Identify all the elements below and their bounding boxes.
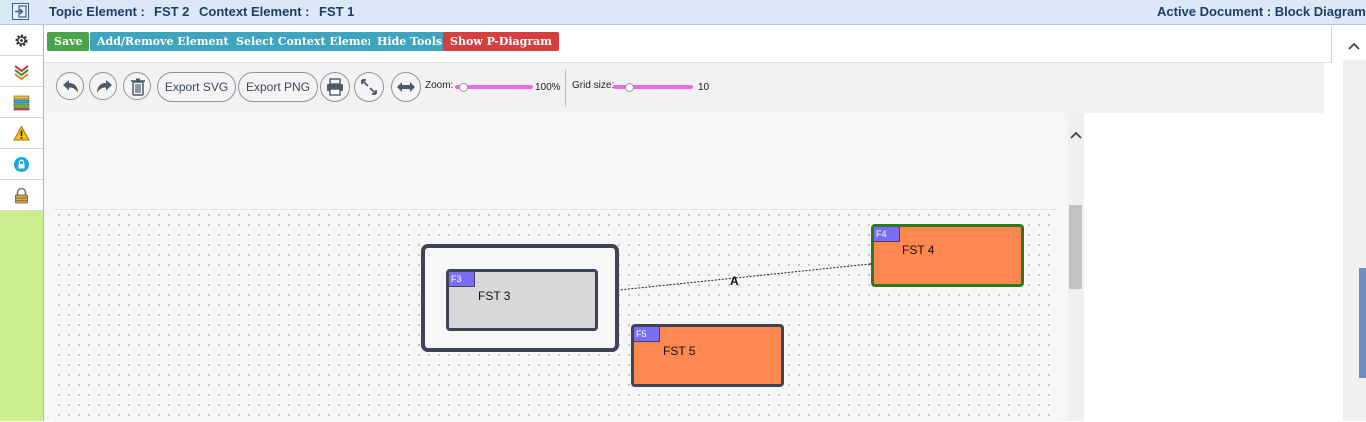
- sidebar-item-warning[interactable]: [0, 118, 43, 149]
- canvas-scroll-thumb[interactable]: [1069, 205, 1082, 289]
- sidebar-item-lock-badge[interactable]: [0, 149, 43, 180]
- active-document-title: Active Document : Block Diagram: [1157, 4, 1366, 19]
- top-header: Topic Element : FST 2 Context Element : …: [0, 0, 1366, 25]
- zoom-slider-track[interactable]: [455, 85, 533, 89]
- left-sidebar: [0, 25, 44, 421]
- topic-element-value: FST 2: [154, 4, 190, 19]
- sidebar-item-layers[interactable]: [0, 56, 43, 87]
- sidebar-item-padlock[interactable]: [0, 180, 43, 211]
- sidebar-item-stack[interactable]: [0, 87, 43, 118]
- export-svg-button[interactable]: Export SVG: [157, 72, 236, 102]
- zoom-value: 100%: [535, 82, 561, 93]
- zoom-label: Zoom:: [425, 80, 454, 91]
- topic-element-label: Topic Element :: [49, 4, 145, 19]
- delete-button[interactable]: [123, 72, 151, 100]
- connector-label: A: [730, 274, 739, 288]
- hide-tools-button[interactable]: Hide Tools: [370, 32, 450, 51]
- undo-icon: [63, 80, 78, 93]
- context-element-value: FST 1: [319, 4, 355, 19]
- node-fst-5[interactable]: F5 FST 5: [631, 324, 784, 387]
- grid-size-slider-thumb[interactable]: [625, 83, 634, 92]
- fit-icon: [361, 79, 377, 95]
- show-p-diagram-button[interactable]: Show P-Diagram: [443, 32, 559, 51]
- redo-icon: [97, 80, 112, 93]
- fit-button[interactable]: [354, 72, 384, 102]
- redo-button[interactable]: [89, 72, 117, 100]
- chevron-up-icon[interactable]: [1068, 127, 1084, 143]
- print-button[interactable]: [320, 72, 350, 102]
- right-panel: [1084, 113, 1344, 421]
- node-fst-4[interactable]: F4 FST 4: [871, 224, 1024, 287]
- node-label-fst-3: FST 3: [478, 289, 511, 303]
- page-scrollbar[interactable]: [1343, 60, 1366, 421]
- stack-icon: [13, 95, 30, 111]
- node-label-fst-4: FST 4: [902, 243, 935, 257]
- trash-icon: [131, 78, 145, 96]
- export-png-button[interactable]: Export PNG: [238, 72, 318, 102]
- expand-horizontal-button[interactable]: [391, 72, 421, 102]
- sidebar-item-settings[interactable]: [0, 25, 43, 56]
- node-tag-f5: F5: [634, 327, 660, 342]
- node-tag-f4: F4: [874, 227, 900, 242]
- node-label-fst-5: FST 5: [663, 344, 696, 358]
- diagram-tools: Export SVG Export PNG Zoom: 100% Grid si…: [44, 63, 1324, 113]
- add-remove-elements-button[interactable]: Add/Remove Elements: [90, 32, 242, 51]
- warning-icon: [13, 125, 30, 141]
- page-scroll-thumb[interactable]: [1359, 268, 1366, 378]
- expand-horizontal-icon: [397, 82, 415, 92]
- node-fst-3[interactable]: F3 FST 3: [446, 269, 598, 331]
- grid-size-slider-track[interactable]: [613, 85, 693, 89]
- lock-badge-icon: [14, 157, 29, 172]
- zoom-slider-thumb[interactable]: [458, 83, 468, 92]
- scroll-up-icon[interactable]: [1344, 36, 1364, 56]
- action-toolbar: Save Add/Remove Elements Select Context …: [44, 26, 1332, 63]
- node-tag-f3: F3: [449, 272, 475, 287]
- grid-size-label: Grid size:: [572, 80, 615, 91]
- layers-chevron-icon: [14, 65, 29, 80]
- grid-size-value: 10: [698, 82, 710, 93]
- padlock-icon: [15, 187, 28, 204]
- context-element-label: Context Element :: [199, 4, 310, 19]
- exit-icon[interactable]: [12, 3, 29, 20]
- print-icon: [327, 78, 343, 96]
- select-context-element-button[interactable]: Select Context Element: [229, 32, 388, 51]
- save-button[interactable]: Save: [47, 32, 90, 51]
- canvas-vertical-scrollbar[interactable]: [1068, 113, 1084, 421]
- tools-divider: [565, 69, 566, 107]
- diagram-canvas[interactable]: A F3 FST 3 F4 FST 4 F5 FST 5: [44, 113, 1068, 422]
- undo-button[interactable]: [56, 72, 84, 100]
- gear-icon: [15, 34, 28, 47]
- connector-a[interactable]: A: [44, 113, 1068, 421]
